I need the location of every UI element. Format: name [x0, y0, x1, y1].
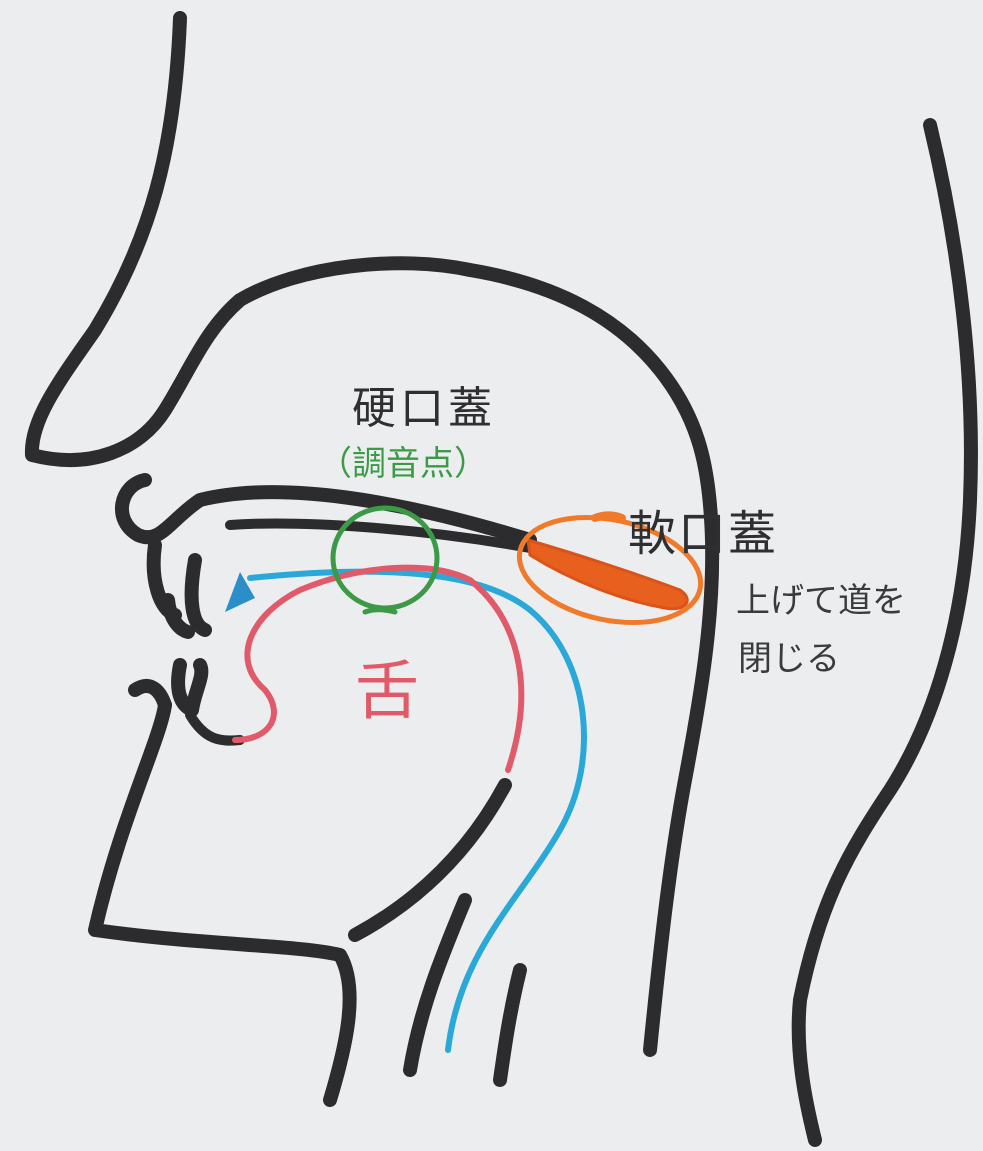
soft-palate-tick — [595, 515, 622, 518]
hard-palate-label: 硬口蓋 — [352, 387, 496, 431]
articulation-point-circle — [333, 508, 437, 608]
soft-palate-label: 軟口蓋 — [628, 510, 778, 558]
soft-palate-note-line1: 上げて道を — [736, 584, 906, 618]
larynx-stroke-1 — [410, 900, 465, 1070]
larynx-stroke-2 — [500, 970, 520, 1080]
articulation-point-tick — [365, 610, 395, 612]
airflow-path — [250, 572, 584, 1050]
chin-outline — [95, 705, 350, 1100]
articulation-point-label: （調音点） — [318, 447, 488, 481]
neck-back-outline — [799, 125, 971, 1140]
soft-palate-note-line2: 閉じる — [738, 642, 840, 676]
tongue-label: 舌 — [355, 660, 419, 724]
upper-lip-outline — [122, 480, 530, 540]
upper-teeth — [154, 545, 205, 632]
throat-front — [355, 785, 505, 935]
lower-jaw-inner — [190, 715, 240, 741]
